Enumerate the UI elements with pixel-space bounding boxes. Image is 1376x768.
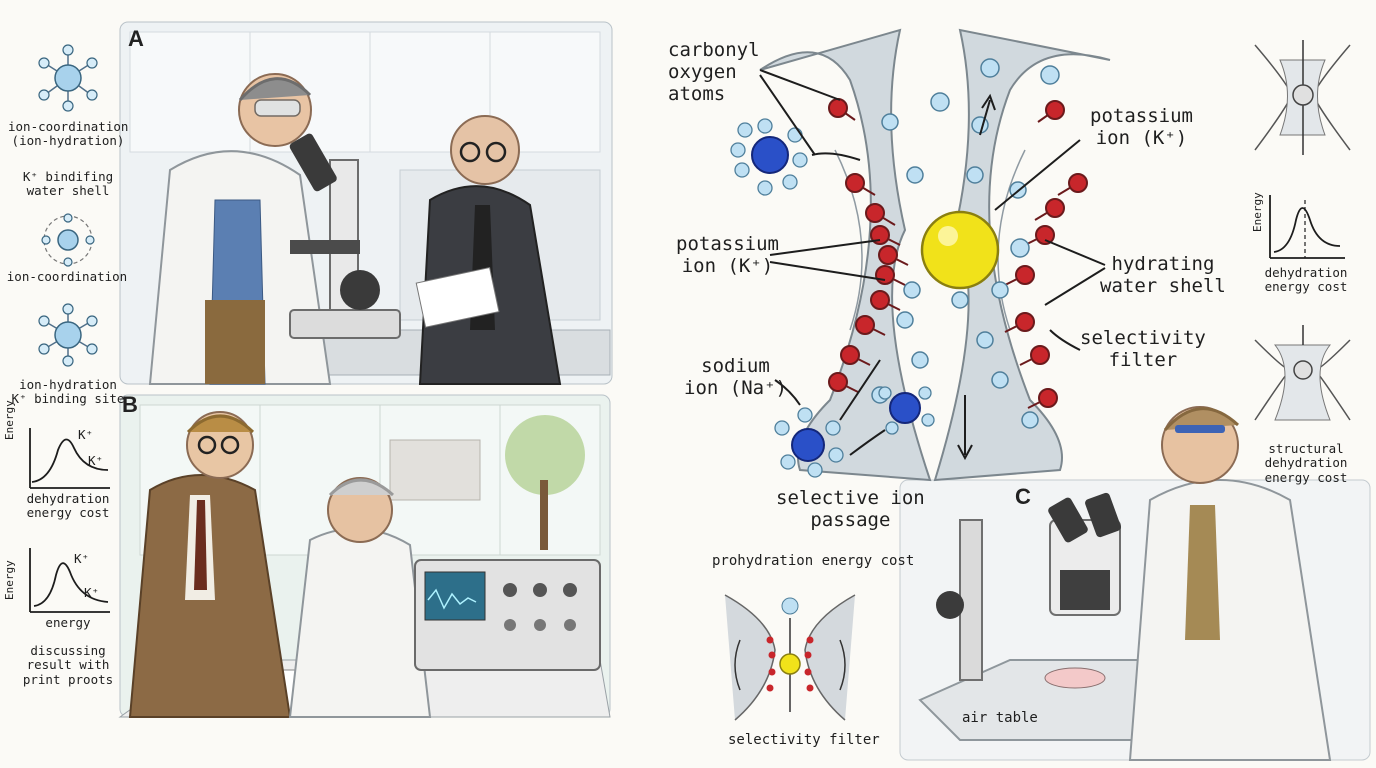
label-line: potassium: [1090, 105, 1193, 127]
label-line: energy cost: [1264, 469, 1348, 485]
label-line: ion-coordination: [6, 269, 128, 284]
panel-label-a: A: [128, 26, 144, 51]
left-energy-chart-1: [29, 428, 110, 489]
panel-a-lab-scene: [119, 21, 613, 385]
panel-c-lab-scene: [899, 406, 1371, 761]
label-line: dehydration: [1264, 455, 1348, 471]
sodium-ion-hydrated: [774, 386, 935, 478]
caption-line: dehydration: [1264, 265, 1348, 280]
label-line: water shell: [1100, 274, 1226, 297]
label-selective-ion-passage: selective ion passage: [776, 487, 925, 532]
left-energy-chart-2: [29, 548, 110, 613]
label-line: carbonyl: [668, 39, 760, 61]
right-energy-chart: [1269, 195, 1345, 259]
left-chart-2-caption: discussing result with print proots: [8, 643, 128, 687]
label-line: K⁺ binding site: [11, 391, 125, 407]
left-chart-2-xlabel: energy: [45, 615, 91, 630]
label-line: atoms: [668, 82, 726, 105]
label-k-water-shell: K⁺ bindifing water shell: [8, 169, 128, 199]
label-ion-coordination: ion-coordination: [4, 269, 130, 284]
label-line: oxygen: [668, 60, 737, 83]
left-sidebar-icons: [38, 44, 98, 367]
label-line: sodium: [701, 355, 770, 377]
label-line: filter: [1108, 348, 1178, 371]
ion-channel-diagram: [730, 28, 1111, 482]
left-chart-1-caption: dehydration energy cost: [8, 491, 128, 521]
small-selectivity-filter-icon: [724, 594, 856, 721]
right-chart-caption: dehydration energy cost: [1246, 265, 1366, 295]
left-chart-2-peak-label: K⁺: [74, 551, 90, 566]
label-selectivity-filter-bottom: selectivity filter: [728, 732, 880, 748]
label-line: selective ion: [776, 487, 925, 509]
left-chart-2-ylabel: Energy: [3, 560, 16, 600]
right-channel-icon-bottom: [1254, 325, 1351, 421]
caption-line: discussing: [30, 643, 106, 658]
label-line: (ion-hydration): [11, 133, 125, 149]
label-ion-hydration-binding-site: ion-hydration K⁺ binding site: [8, 377, 128, 407]
label-line: selectivity: [1080, 327, 1206, 349]
label-line: potassium: [676, 233, 779, 255]
label-structural-dehydration-energy-cost: structural dehydration energy cost: [1246, 441, 1366, 485]
label-potassium-ion-right: potassium ion (K⁺): [1090, 105, 1193, 150]
label-prohydration-energy-cost: prohydration energy cost: [712, 553, 915, 569]
label-line: hydrating: [1111, 253, 1215, 275]
label-line: K⁺ bindifing: [22, 169, 114, 184]
label-air-table: air table: [962, 710, 1038, 726]
label-line: water shell: [26, 183, 110, 199]
label-hydrating-water-shell: hydrating water shell: [1100, 253, 1226, 298]
label-line: ion (K⁺): [1095, 126, 1188, 149]
label-selectivity-filter: selectivity filter: [1080, 327, 1206, 372]
label-sodium-ion: sodium ion (Na⁺): [684, 355, 787, 400]
label-line: ion (K⁺): [681, 254, 774, 277]
left-chart-1-ylabel: Energy: [3, 400, 16, 440]
label-line: ion-coordination: [8, 119, 129, 134]
hydrated-potassium-ion: [730, 118, 808, 196]
panel-b-lab-scene: [118, 394, 611, 718]
label-carbonyl-oxygen-atoms: carbonyl oxygen atoms: [668, 39, 760, 106]
left-chart-1-peak-label: K⁺: [78, 427, 94, 442]
label-line: structural: [1268, 441, 1344, 456]
right-channel-icon-top: [1254, 40, 1351, 155]
caption-line: energy cost: [1264, 279, 1348, 295]
left-chart-2-tail-label: K⁺: [84, 585, 100, 600]
label-ion-coordination-hydration: ion-coordination (ion-hydration): [8, 119, 129, 149]
label-line: ion-hydration: [19, 377, 117, 392]
caption-line: energy cost: [26, 505, 110, 521]
label-line: passage: [810, 508, 891, 531]
label-potassium-ion-left: potassium ion (K⁺): [676, 233, 779, 278]
caption-line: result with: [26, 657, 110, 673]
caption-line: dehydration: [26, 491, 110, 506]
caption-line: print proots: [22, 671, 114, 687]
left-chart-1-tail-label: K⁺: [88, 453, 104, 468]
panel-label-b: B: [122, 392, 138, 417]
label-line: ion (Na⁺): [684, 376, 787, 399]
right-chart-ylabel: Energy: [1251, 192, 1264, 232]
panel-label-c: C: [1015, 484, 1031, 509]
